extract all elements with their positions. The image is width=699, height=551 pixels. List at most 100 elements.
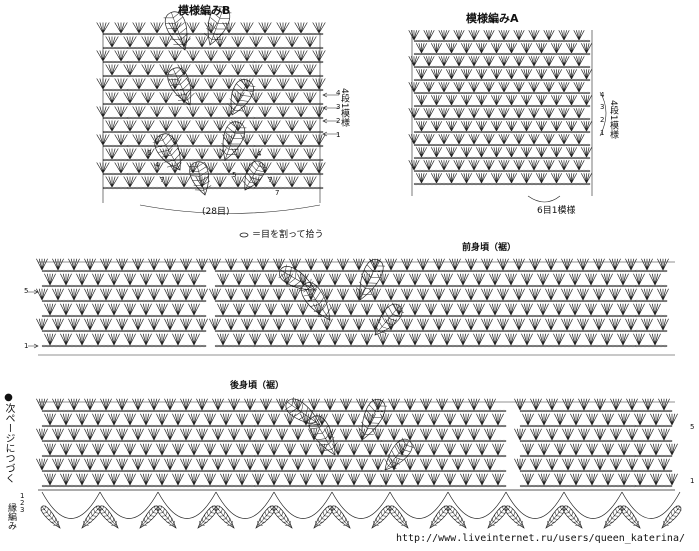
- shell-stitch: [625, 288, 637, 301]
- shell-stitch: [610, 398, 622, 411]
- legend-symbol: [239, 232, 249, 238]
- shell-stitch: [514, 458, 526, 471]
- shell-stitch: [565, 121, 578, 132]
- shell-stitch: [297, 333, 309, 346]
- shell-stitch: [222, 162, 236, 174]
- shell-stitch: [300, 443, 312, 456]
- shell-stitch: [116, 258, 128, 271]
- shell-stitch: [168, 22, 182, 34]
- leaf-veins: [388, 505, 409, 529]
- shell-stitch: [444, 443, 456, 456]
- shell-stitch: [114, 162, 128, 174]
- shell-stitch: [554, 443, 566, 456]
- shell-stitch: [36, 398, 48, 411]
- shell-stitch: [345, 333, 357, 346]
- edge-label: 縁編み: [6, 503, 16, 530]
- shell-stitch: [460, 173, 473, 184]
- shell-stitch: [594, 458, 606, 471]
- shell-stitch: [177, 148, 191, 160]
- shell-stitch: [249, 64, 263, 76]
- shell-stitch: [148, 458, 160, 471]
- leaf-outline: [40, 505, 61, 529]
- shell-stitch: [649, 273, 661, 286]
- shell-stitch: [76, 333, 88, 346]
- shell-stitch: [475, 43, 488, 54]
- shell-stitch: [156, 333, 168, 346]
- shell-stitch: [241, 288, 253, 301]
- leaf-motif: [388, 505, 409, 529]
- shell-stitch: [475, 147, 488, 158]
- shell-stitch: [340, 458, 352, 471]
- shell-stitch: [132, 106, 146, 118]
- shell-stitch: [281, 333, 293, 346]
- shell-stitch: [558, 160, 570, 171]
- shell-stitch: [543, 30, 555, 41]
- shell-stitch: [316, 413, 328, 426]
- shell-stitch: [453, 160, 465, 171]
- shell-stitch: [188, 413, 200, 426]
- shell-stitch: [312, 162, 326, 174]
- shell-stitch: [105, 92, 119, 104]
- shell-stitch: [452, 458, 464, 471]
- shell-stitch: [132, 22, 146, 34]
- shell-stitch: [285, 176, 299, 188]
- shell-stitch: [586, 413, 598, 426]
- shell-stitch: [276, 162, 290, 174]
- shell-stitch: [538, 413, 550, 426]
- shell-stitch: [580, 173, 593, 184]
- shell-stitch: [231, 36, 245, 48]
- leaf-veins: [163, 11, 191, 51]
- shell-stitch: [140, 443, 152, 456]
- shell-stitch: [430, 121, 443, 132]
- shell-stitch: [249, 303, 261, 316]
- shell-stitch: [565, 173, 578, 184]
- scallop-edge: [99, 491, 159, 519]
- scallop-edge: [215, 491, 275, 519]
- shell-stitch: [228, 398, 240, 411]
- shell-stitch: [505, 69, 518, 80]
- shell-stitch: [498, 56, 510, 67]
- shell-stitch: [558, 82, 570, 93]
- leaf-veins: [219, 121, 247, 161]
- shell-stitch: [650, 413, 662, 426]
- shell-stitch: [522, 473, 534, 486]
- leaf-motif: [188, 161, 212, 196]
- shell-stitch: [428, 443, 440, 456]
- shell-stitch: [538, 443, 550, 456]
- shell-stitch: [641, 258, 653, 271]
- shell-stitch: [204, 413, 216, 426]
- shell-stitch: [550, 121, 563, 132]
- chain-row: [41, 469, 507, 473]
- shell-stitch: [257, 318, 269, 331]
- shell-stitch: [476, 443, 488, 456]
- shell-stitch: [108, 413, 120, 426]
- shell-stitch: [92, 333, 104, 346]
- pattern-a-row-1: 1: [600, 129, 605, 137]
- shell-stitch: [561, 318, 573, 331]
- shell-stitch: [258, 106, 272, 118]
- shell-stitch: [481, 258, 493, 271]
- shell-stitch: [180, 428, 192, 441]
- shell-stitch: [445, 121, 458, 132]
- shell-stitch: [593, 318, 605, 331]
- shell-stitch: [505, 95, 518, 106]
- shell-stitch: [441, 273, 453, 286]
- shell-stitch: [436, 458, 448, 471]
- shell-stitch: [195, 176, 209, 188]
- shell-stitch: [305, 318, 317, 331]
- shell-stitch: [180, 288, 192, 301]
- shell-stitch: [569, 303, 581, 316]
- shell-stitch: [159, 120, 173, 132]
- leaf-veins: [98, 505, 119, 529]
- shell-stitch: [425, 303, 437, 316]
- shell-stitch: [388, 458, 400, 471]
- shell-stitch: [388, 398, 400, 411]
- shell-stitch: [329, 333, 341, 346]
- shell-stitch: [303, 120, 317, 132]
- shell-stitch: [180, 258, 192, 271]
- leaf-veins: [272, 505, 293, 529]
- shell-stitch: [132, 78, 146, 90]
- shell-stitch: [308, 398, 320, 411]
- shell-stitch: [249, 92, 263, 104]
- shell-stitch: [625, 318, 637, 331]
